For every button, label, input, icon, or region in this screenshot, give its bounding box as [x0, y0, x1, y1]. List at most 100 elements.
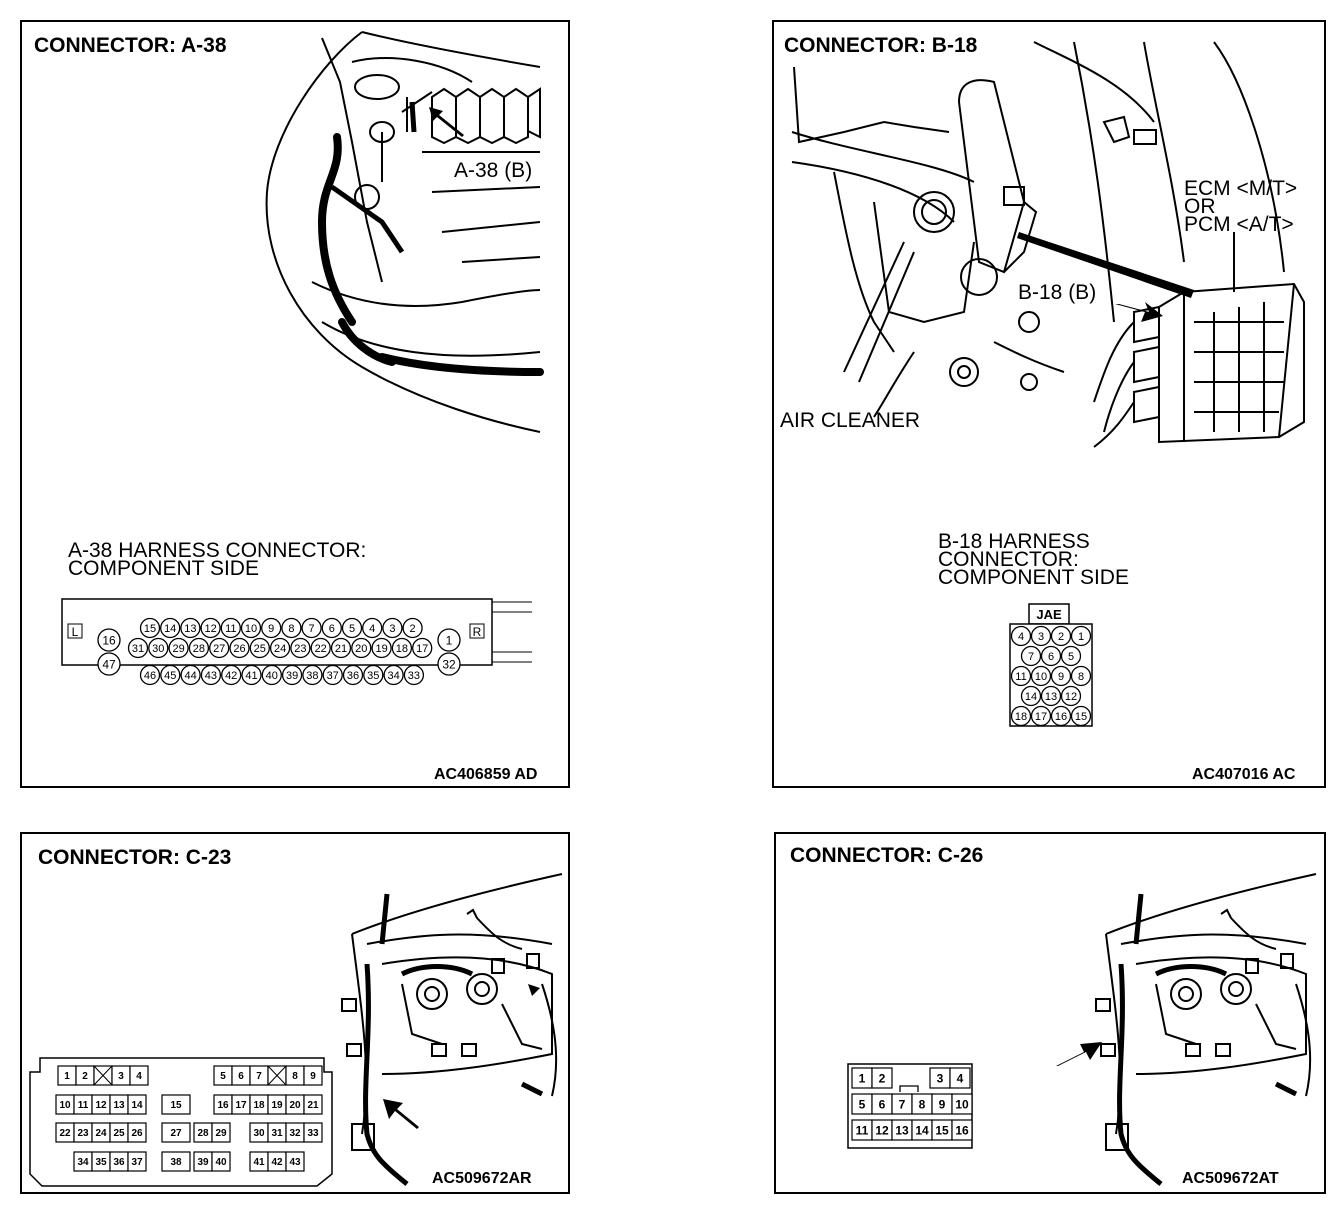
svg-text:9: 9: [1058, 671, 1064, 683]
dash-harness-illustration: [1056, 873, 1317, 1186]
svg-text:36: 36: [113, 1157, 125, 1168]
pin-42: 42: [267, 1151, 287, 1172]
svg-text:18: 18: [1015, 711, 1027, 723]
svg-text:7: 7: [899, 1097, 906, 1111]
svg-text:2: 2: [879, 1071, 886, 1085]
svg-text:38: 38: [170, 1157, 182, 1168]
pin-9: 9: [1050, 665, 1072, 687]
pin-36: 36: [109, 1151, 129, 1172]
pin-40: 40: [261, 664, 282, 686]
pin-3: 3: [111, 1065, 131, 1086]
pin-29: 29: [211, 1122, 231, 1143]
svg-text:27: 27: [213, 643, 225, 655]
pin-21: 21: [303, 1094, 323, 1115]
svg-text:29: 29: [172, 643, 184, 655]
pin-2: 2: [871, 1067, 893, 1089]
side-marker-left: L: [72, 625, 79, 639]
svg-text:18: 18: [253, 1100, 265, 1111]
svg-text:1: 1: [446, 633, 453, 647]
pin-24: 24: [269, 637, 291, 659]
svg-text:3: 3: [937, 1071, 944, 1085]
harness-label-line2: CONNECTOR:: [938, 548, 1079, 571]
pin-9: 9: [931, 1093, 953, 1115]
pin-38: 38: [302, 664, 323, 686]
ecm-pcm-label: ECM <M/T> OR PCM <A/T>: [1184, 178, 1297, 236]
svg-text:22: 22: [315, 643, 327, 655]
svg-text:25: 25: [254, 643, 266, 655]
svg-text:24: 24: [274, 643, 286, 655]
pin-29: 29: [168, 637, 189, 659]
pin-12: 12: [200, 617, 221, 639]
pin-37: 37: [322, 664, 343, 686]
svg-text:42: 42: [225, 670, 237, 682]
svg-text:36: 36: [347, 670, 359, 682]
pin-17: 17: [231, 1094, 251, 1115]
svg-text:5: 5: [220, 1071, 226, 1082]
svg-text:7: 7: [256, 1071, 262, 1082]
pin-15: 15: [139, 617, 161, 639]
ecm-location-illustration: [791, 41, 1305, 448]
pin-31: 31: [267, 1122, 287, 1143]
svg-text:34: 34: [387, 670, 399, 682]
svg-text:26: 26: [233, 643, 245, 655]
svg-text:21: 21: [307, 1100, 319, 1111]
pin-15: 15: [931, 1119, 953, 1141]
svg-text:13: 13: [113, 1100, 125, 1111]
harness-label-line2: COMPONENT SIDE: [68, 557, 259, 580]
pin-10: 10: [951, 1093, 973, 1115]
pin-47: 47: [97, 652, 121, 676]
svg-text:4: 4: [136, 1071, 142, 1082]
svg-text:6: 6: [1048, 651, 1054, 663]
svg-text:37: 37: [131, 1157, 143, 1168]
svg-text:10: 10: [245, 623, 257, 635]
svg-text:8: 8: [919, 1097, 926, 1111]
pin-27: 27: [161, 1122, 191, 1143]
svg-text:3: 3: [1038, 631, 1044, 643]
ecm-label-line3: PCM <A/T>: [1184, 213, 1294, 236]
pin-9: 9: [303, 1065, 323, 1086]
pin-4: 4: [1010, 625, 1032, 647]
pin-36: 36: [342, 664, 364, 686]
pin-11: 11: [851, 1119, 873, 1141]
harness-label-line3: COMPONENT SIDE: [938, 566, 1129, 589]
svg-text:4: 4: [957, 1071, 964, 1085]
svg-text:35: 35: [367, 670, 379, 682]
svg-text:16: 16: [1055, 711, 1067, 723]
pin-14: 14: [911, 1119, 933, 1141]
panel-title: CONNECTOR: A-38: [34, 34, 227, 57]
pin-22: 22: [310, 637, 331, 659]
svg-text:37: 37: [327, 670, 339, 682]
svg-text:22: 22: [59, 1128, 71, 1139]
pin-13: 13: [109, 1094, 129, 1115]
svg-text:12: 12: [1065, 691, 1077, 703]
panel-title: CONNECTOR: C-26: [790, 844, 984, 867]
pin-17: 17: [412, 637, 433, 659]
callout-label: A-38 (B): [454, 159, 533, 182]
pin-35: 35: [363, 664, 384, 686]
pin-31: 31: [127, 637, 149, 659]
svg-text:23: 23: [77, 1128, 89, 1139]
svg-text:1: 1: [859, 1071, 866, 1085]
svg-text:15: 15: [1075, 711, 1087, 723]
pin-6: 6: [871, 1093, 893, 1115]
svg-text:8: 8: [288, 623, 294, 635]
pin-18: 18: [249, 1094, 269, 1115]
pin-39: 39: [193, 1151, 213, 1172]
pin-40: 40: [211, 1151, 231, 1172]
svg-text:25: 25: [113, 1128, 125, 1139]
pin-41: 41: [241, 664, 262, 686]
svg-text:34: 34: [77, 1157, 89, 1168]
lock-tab: [899, 1085, 919, 1092]
pin-14: 14: [1020, 685, 1042, 707]
air-cleaner-label: AIR CLEANER: [780, 409, 921, 432]
svg-text:16: 16: [955, 1123, 969, 1137]
svg-text:14: 14: [915, 1123, 929, 1137]
svg-text:1: 1: [1078, 631, 1084, 643]
svg-text:8: 8: [292, 1071, 298, 1082]
pin-30: 30: [249, 1122, 269, 1143]
svg-text:13: 13: [1045, 691, 1057, 703]
svg-text:44: 44: [184, 670, 196, 682]
svg-text:32: 32: [442, 657, 456, 671]
